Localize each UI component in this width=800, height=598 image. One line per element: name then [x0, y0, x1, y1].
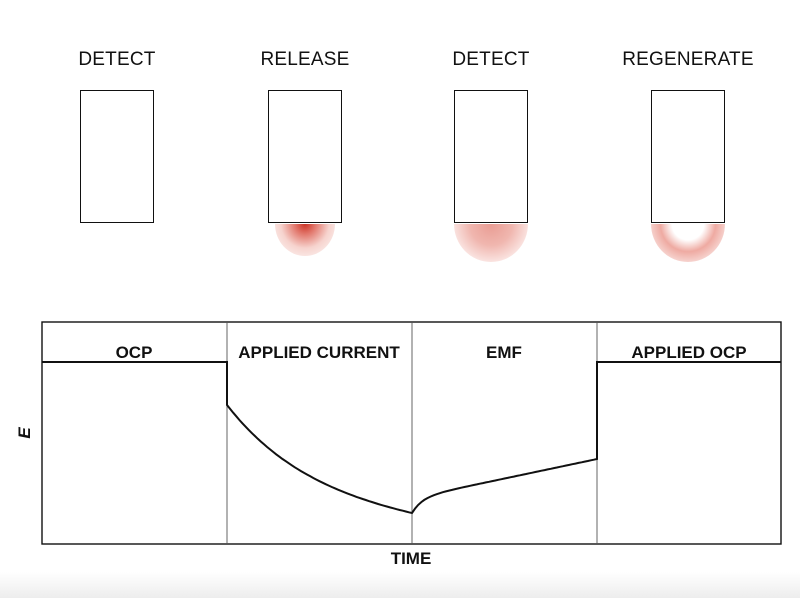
x-axis-label: TIME	[391, 549, 432, 568]
stage-label-regenerate: REGENERATE	[622, 49, 754, 70]
release-diffusion-cloud	[275, 224, 335, 256]
electrode-regenerate	[651, 90, 725, 223]
stage-label-detect-1: DETECT	[78, 49, 156, 70]
phase-label-emf: EMF	[486, 343, 522, 362]
y-axis-label: E	[15, 427, 34, 439]
page-footer-shade	[0, 572, 800, 598]
phase-label-applied-current: APPLIED CURRENT	[238, 343, 400, 362]
plot-frame	[41, 321, 782, 545]
phase-label-ocp: OCP	[116, 343, 153, 362]
phase-label-applied-ocp: APPLIED OCP	[631, 343, 746, 362]
electrode-detect-1	[80, 90, 154, 223]
potential-trace	[42, 361, 781, 515]
detect-diffusion-cloud	[454, 224, 528, 262]
stage-label-release: RELEASE	[260, 49, 350, 70]
electrode-release	[268, 90, 342, 223]
stage-label-detect-2: DETECT	[452, 49, 530, 70]
regenerate-diffusion-ring	[651, 224, 725, 262]
electrode-detect-2	[454, 90, 528, 223]
